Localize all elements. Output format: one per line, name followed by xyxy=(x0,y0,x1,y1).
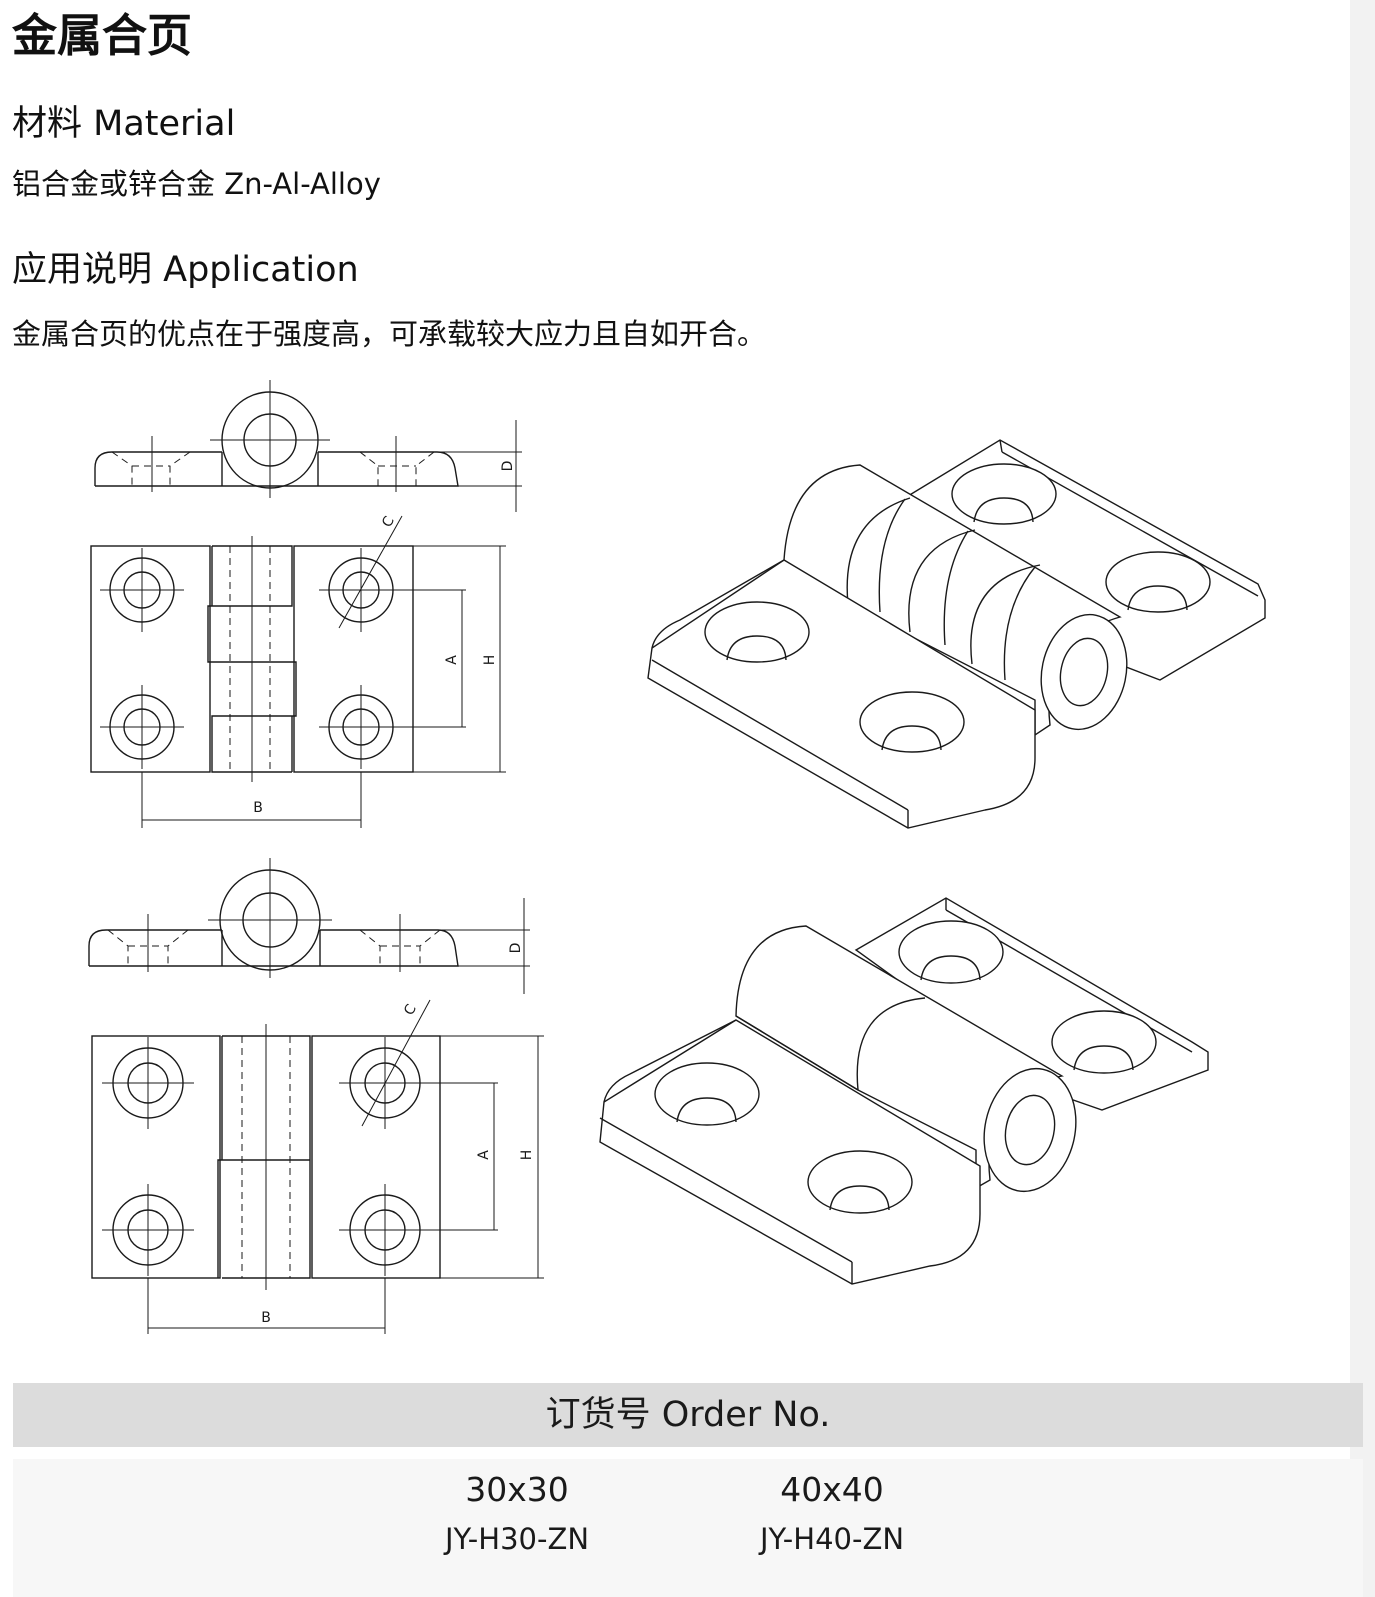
page-title: 金属合页 xyxy=(12,9,193,62)
label-a-2: A xyxy=(476,1150,492,1160)
order-size-30: 30x30 xyxy=(465,1470,569,1509)
side-view-40: D xyxy=(88,858,530,994)
material-text: 铝合金或锌合金 Zn-Al-Alloy xyxy=(12,167,381,201)
isometric-view-40 xyxy=(599,897,1209,1285)
holes-40 xyxy=(102,1037,498,1276)
front-view-40: C A H B xyxy=(91,999,544,1334)
order-heading: 订货号 Order No. xyxy=(545,1395,831,1435)
label-h-2: H xyxy=(519,1150,535,1161)
side-view-30: D xyxy=(94,380,522,512)
label-c-2: C xyxy=(401,1002,420,1019)
label-b-2: B xyxy=(261,1310,271,1326)
label-b-1: B xyxy=(253,800,263,816)
application-text: 金属合页的优点在于强度高，可承载较大应力且自如开合。 xyxy=(12,317,767,351)
material-heading: 材料 Material xyxy=(12,104,236,144)
front-view-30: C A H B xyxy=(90,514,506,828)
hinge-drawings: D C A H B xyxy=(88,380,1266,1334)
isometric-view-30 xyxy=(647,439,1266,829)
label-h-1: H xyxy=(482,655,498,666)
label-d-1: D xyxy=(500,461,516,472)
label-a-1: A xyxy=(444,655,460,665)
order-table: 30x30 JY-H30-ZN 40x40 JY-H40-ZN xyxy=(13,1459,1363,1597)
order-size-40: 40x40 xyxy=(780,1470,884,1509)
order-code-40: JY-H40-ZN xyxy=(759,1522,905,1556)
holes-30 xyxy=(100,548,466,769)
application-heading: 应用说明 Application xyxy=(12,250,359,290)
order-code-30: JY-H30-ZN xyxy=(444,1522,590,1556)
label-d-2: D xyxy=(508,943,524,954)
page-edge-strip xyxy=(1350,0,1375,1597)
order-header: 订货号 Order No. xyxy=(13,1383,1363,1447)
